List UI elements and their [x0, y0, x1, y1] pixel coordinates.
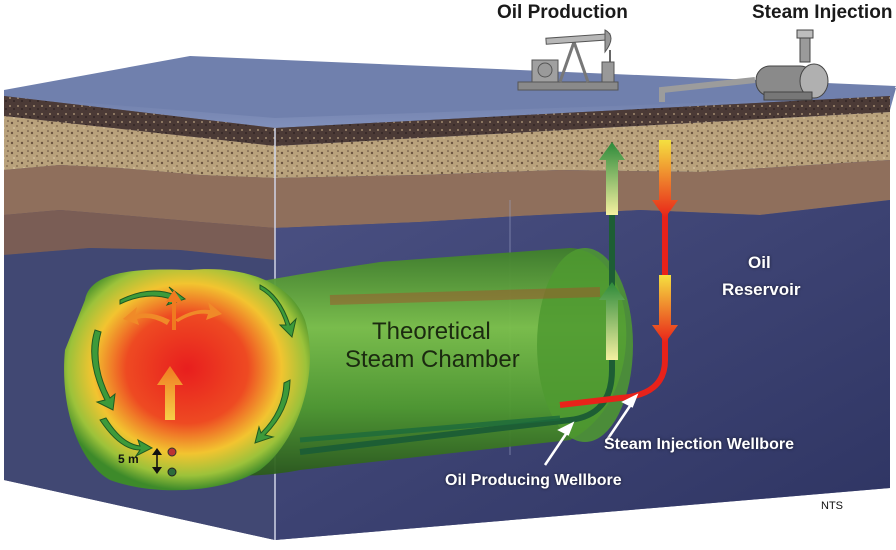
rock-layer-right [275, 160, 890, 228]
steam-injection-wellbore [559, 140, 668, 408]
rock-layer-left-2 [4, 210, 275, 260]
steam-generator-icon [659, 29, 829, 102]
steam-injection-label: Steam Injection [752, 2, 893, 23]
oil-production-label: Oil Production [497, 2, 628, 23]
pumpjack-icon [517, 29, 619, 91]
producer-up-arrow-mid [599, 282, 625, 360]
gravel-layer-right [275, 112, 890, 178]
ground-surface-top [4, 56, 896, 118]
topsoil-left [4, 96, 275, 146]
hot-cross-section [64, 269, 310, 491]
steam-chamber-label-line1: Theoretical [372, 318, 491, 345]
topsoil-right [275, 96, 890, 146]
oil-reservoir-label-line2: Reservoir [722, 280, 801, 299]
spacing-label: 5 m [118, 452, 139, 466]
chamber-band [329, 287, 601, 305]
horizontal-wellbore [299, 415, 561, 443]
rock-layer-left [4, 165, 275, 228]
label-pointers [543, 393, 639, 466]
producer-up-arrow-top [599, 142, 625, 215]
steam-rise-arrows [123, 290, 222, 420]
gravel-layer-left [4, 116, 275, 178]
spacing-marker [152, 447, 177, 477]
nts-label: NTS [821, 500, 843, 512]
oil-reservoir-label-line1: Oil [748, 253, 771, 272]
injector-down-arrow-mid [652, 275, 678, 343]
oil-wellbore-label: Oil Producing Wellbore [445, 472, 622, 489]
oil-producing-wellbore [299, 150, 615, 455]
chamber-end-cap [537, 248, 633, 442]
injector-down-arrow-top [652, 140, 678, 218]
flow-arrows [91, 284, 297, 458]
steam-wellbore-label: Steam Injection Wellbore [604, 436, 794, 453]
steam-chamber-label-line2: Steam Chamber [345, 346, 520, 373]
